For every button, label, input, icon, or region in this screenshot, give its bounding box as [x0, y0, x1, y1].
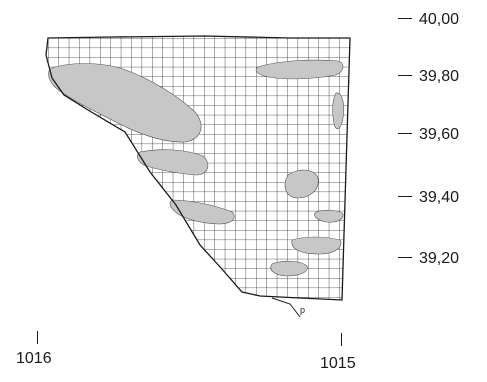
- patch-lower-right-1: [314, 209, 344, 223]
- point-pointer: [271, 297, 301, 318]
- patch-mid-left: [137, 149, 209, 176]
- coordinate-1016: 1016: [16, 350, 52, 367]
- patch-top-right: [255, 59, 344, 80]
- patch-lower-right-2: [291, 236, 342, 255]
- elevation-39-20: 39,20: [398, 250, 459, 268]
- elevation-dash: [398, 133, 412, 135]
- elevation-39-60: 39,60: [398, 126, 459, 144]
- patch-round: [284, 169, 319, 199]
- coordinate-tick-right: [341, 333, 342, 346]
- patch-large-left: [48, 63, 202, 143]
- patch-bottom: [270, 260, 308, 277]
- elevation-40-00: 40,00: [398, 11, 459, 29]
- elevation-dash: [398, 18, 412, 20]
- point-label-p: p: [300, 305, 306, 315]
- patch-right-edge: [332, 92, 344, 130]
- elevation-39-40: 39,40: [398, 189, 459, 207]
- elevation-dash: [398, 257, 412, 259]
- patch-lower-left: [169, 199, 235, 225]
- elevation-dash: [398, 196, 412, 198]
- plan-outline: [45, 35, 351, 301]
- coordinate-1015: 1015: [320, 355, 356, 372]
- elevation-dash: [398, 75, 412, 77]
- patches: [48, 59, 344, 277]
- elevation-39-80: 39,80: [398, 68, 459, 86]
- coordinate-tick-left: [37, 331, 38, 344]
